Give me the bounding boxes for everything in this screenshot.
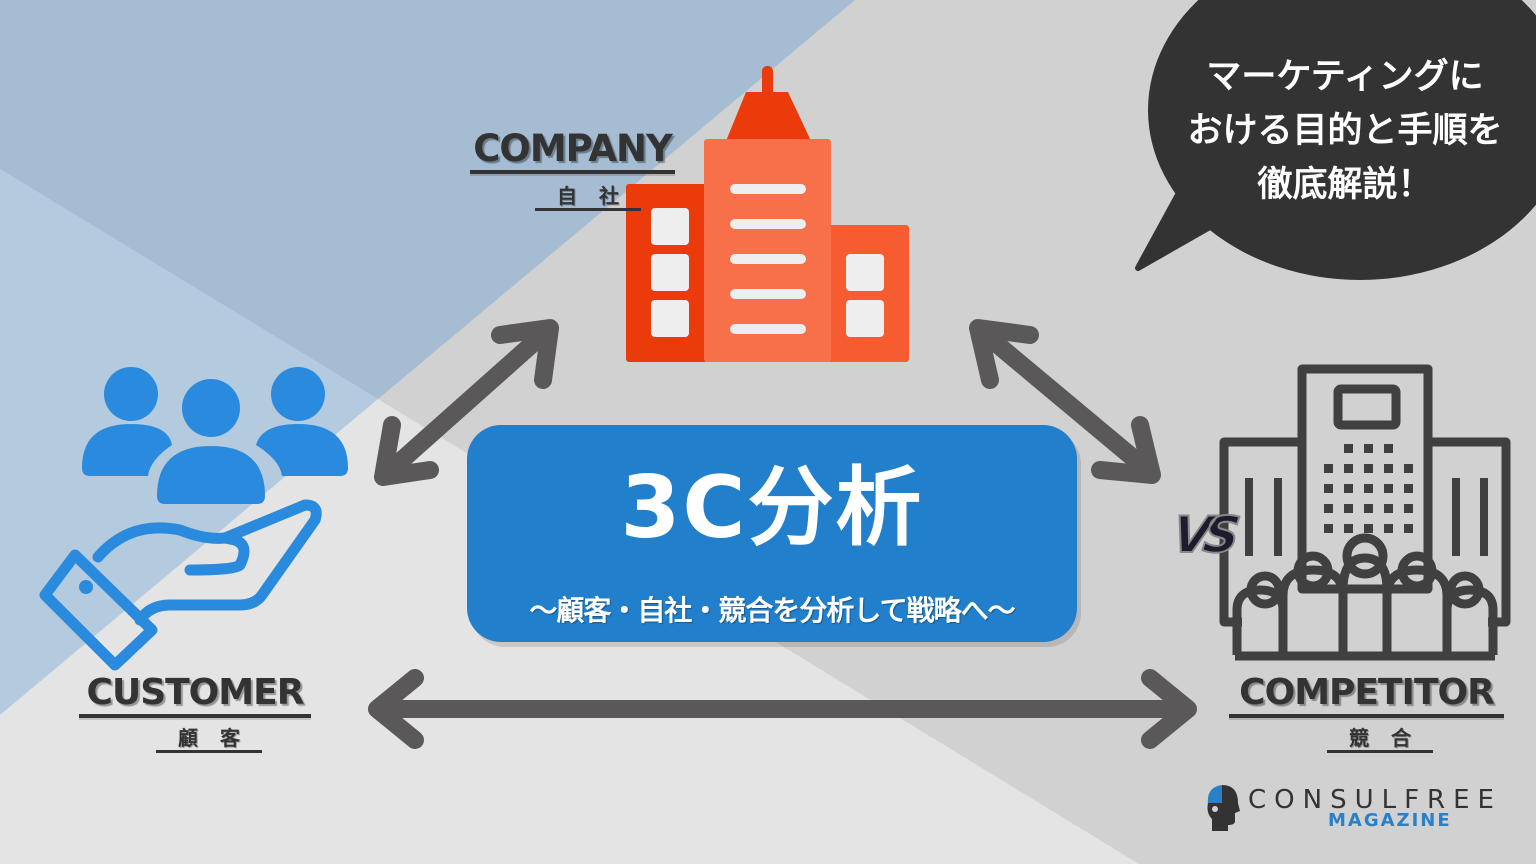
competitor-label-jp: 競合: [1327, 728, 1433, 753]
bubble-line-2: おける目的と手順を: [1187, 111, 1503, 151]
vs-badge: VS: [1168, 505, 1237, 565]
arrow-customer-company: [374, 319, 559, 486]
logo-sub: MAGAZINE: [1328, 810, 1452, 831]
bubble-line-1: マーケティングに: [1206, 57, 1484, 97]
arrow-customer-competitor: [368, 669, 1197, 749]
arrow-company-competitor: [969, 319, 1161, 484]
center-title-box: 3C分析 〜顧客・自社・競合を分析して戦略へ〜: [467, 425, 1077, 642]
speech-bubble-text: マーケティングに おける目的と手順を 徹底解説！: [1160, 50, 1530, 212]
customer-label-jp: 顧客: [156, 728, 262, 753]
main-title: 3C分析: [620, 458, 924, 558]
consulfree-logo: CONSULFREE MAGAZINE: [1202, 783, 1502, 833]
competitor-label: COMPETITOR: [1229, 675, 1504, 718]
puzzle-head-icon: [1207, 785, 1240, 831]
subtitle: 〜顧客・自社・競合を分析して戦略へ〜: [529, 594, 1015, 627]
bubble-line-3: 徹底解説！: [1257, 165, 1433, 205]
company-label-jp: 自社: [535, 186, 641, 211]
logo-brand: CONSULFREE: [1248, 785, 1502, 815]
company-label: COMPANY: [470, 130, 675, 174]
customer-label: CUSTOMER: [79, 675, 311, 718]
